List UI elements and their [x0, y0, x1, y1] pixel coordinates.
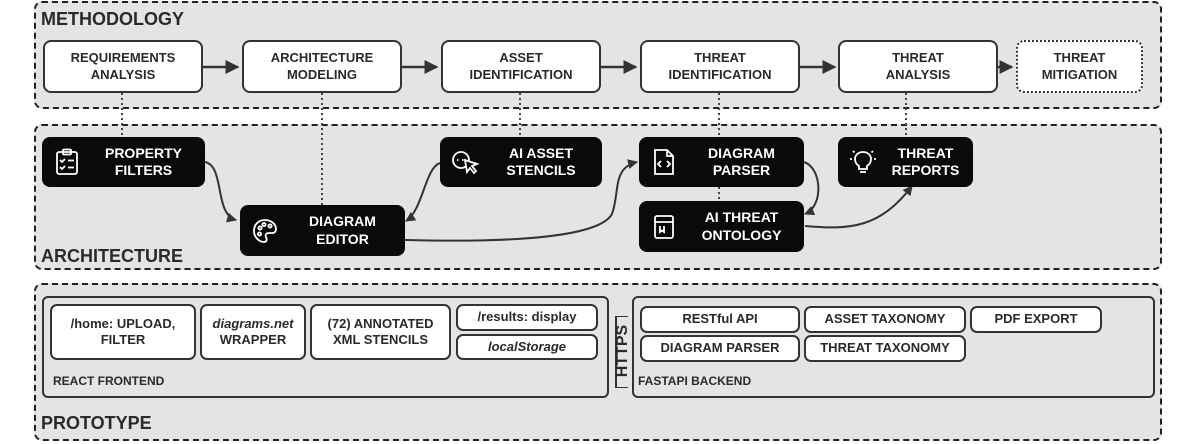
- book-icon: [649, 212, 679, 242]
- annotated-stencils-box: (72) ANNOTATED XML STENCILS: [310, 304, 451, 360]
- fastapi-backend-title: FASTAPI BACKEND: [638, 374, 752, 388]
- localstorage-box: localStorage: [456, 334, 598, 360]
- threat-reports-label: THREAT REPORTS: [891, 144, 960, 179]
- ai-asset-stencils-box: AI ASSET STENCILS: [440, 137, 602, 187]
- asset-taxonomy-box: ASSET TAXONOMY: [804, 306, 966, 333]
- pdf-export-box: PDF EXPORT: [970, 306, 1102, 333]
- architecture-title: ARCHITECTURE: [41, 246, 183, 266]
- arrow-parser-ontology: [803, 161, 820, 216]
- step-threat-analysis: THREAT ANALYSIS: [838, 40, 998, 93]
- wrapper-label: WRAPPER: [219, 332, 287, 347]
- threat-taxonomy-box: THREAT TAXONOMY: [804, 335, 966, 362]
- arrow-ontology-reports: [804, 185, 913, 229]
- arrow-filters-editor: [204, 161, 237, 223]
- https-connector: HTTPS: [612, 315, 632, 389]
- palette-icon: [250, 216, 280, 246]
- diagrams-net-wrapper-box: diagrams.net WRAPPER: [200, 304, 306, 360]
- diagram-editor-label: DIAGRAM EDITOR: [309, 213, 376, 247]
- threat-reports-box: THREAT REPORTS: [838, 137, 973, 187]
- step-requirements-analysis: REQUIREMENTS ANALYSIS: [43, 40, 203, 93]
- shapes-cursor-icon: [450, 147, 480, 177]
- step-threat-mitigation: THREAT MITIGATION: [1016, 40, 1143, 93]
- diagram-editor-box: DIAGRAM EDITOR: [240, 205, 405, 256]
- step-asset-identification: ASSET IDENTIFICATION: [441, 40, 601, 93]
- methodology-title: METHODOLOGY: [41, 9, 184, 29]
- results-display-box: /results: display: [456, 304, 598, 331]
- code-file-icon: [649, 147, 679, 177]
- step-architecture-modeling: ARCHITECTURE MODELING: [242, 40, 402, 93]
- diagram-parser-label: DIAGRAM PARSER: [708, 144, 775, 179]
- ai-threat-ontology-label: AI THREAT ONTOLOGY: [701, 209, 782, 243]
- ai-threat-ontology-box: AI THREAT ONTOLOGY: [639, 201, 804, 252]
- checklist-icon: [52, 147, 82, 177]
- diagrams-net-label: diagrams.net: [212, 315, 294, 331]
- restful-api-box: RESTful API: [640, 306, 800, 333]
- diagram-parser-module-box: DIAGRAM PARSER: [640, 335, 800, 362]
- react-frontend-title: REACT FRONTEND: [53, 374, 165, 388]
- home-upload-filter-box: /home: UPLOAD, FILTER: [50, 304, 196, 360]
- arrow-editor-parser: [404, 159, 638, 242]
- property-filters-label: PROPERTY FILTERS: [104, 144, 182, 179]
- ai-asset-stencils-label: AI ASSET STENCILS: [506, 144, 576, 179]
- step-threat-identification: THREAT IDENTIFICATION: [640, 40, 800, 93]
- diagram-parser-box: DIAGRAM PARSER: [639, 137, 804, 187]
- lightbulb-icon: [848, 147, 878, 177]
- prototype-title: PROTOTYPE: [41, 413, 152, 433]
- https-label: HTTPS: [614, 324, 631, 378]
- arrow-stencils-editor: [405, 162, 441, 222]
- property-filters-box: PROPERTY FILTERS: [42, 137, 205, 187]
